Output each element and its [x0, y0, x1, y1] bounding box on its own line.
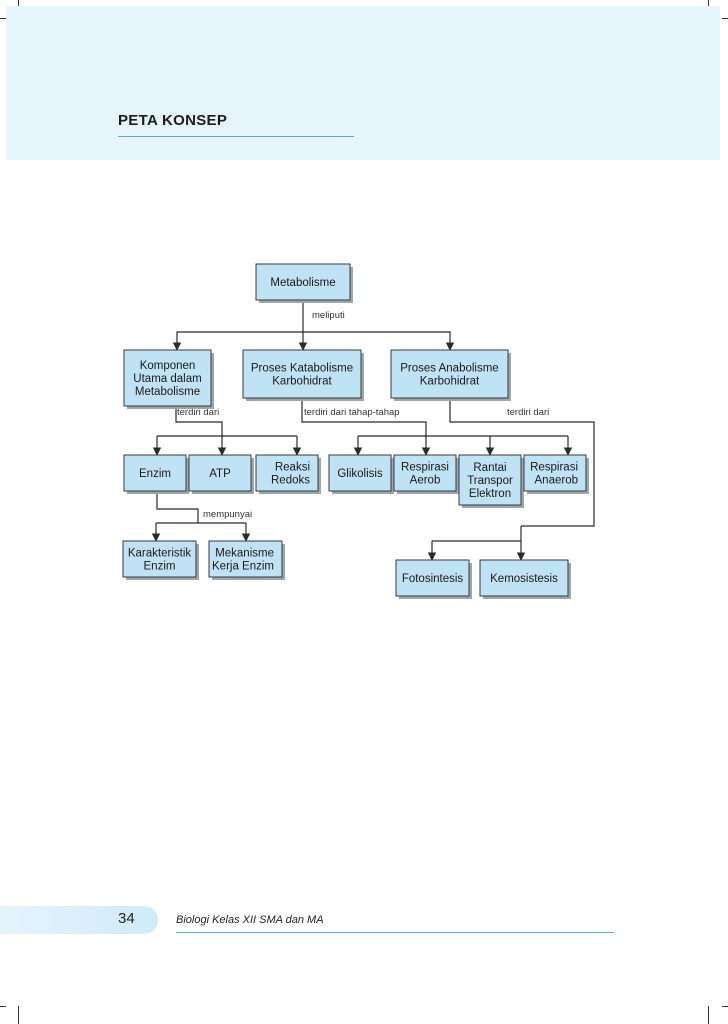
node-label: Respirasi: [530, 462, 578, 474]
node-label: Reaksi: [275, 462, 310, 474]
page-number: 34: [118, 910, 135, 927]
node-label: Karbohidrat: [420, 376, 480, 388]
edge-connector: [449, 398, 595, 527]
node-label: Utama dalam: [133, 373, 201, 385]
node-box: [390, 349, 509, 399]
node-label: Proses Katabolisme: [251, 363, 353, 375]
edge-connector: [303, 331, 455, 351]
node-box: [255, 454, 319, 492]
node-box: [255, 263, 351, 301]
node-label: Karakteristik: [128, 548, 192, 560]
node-box: [458, 454, 522, 506]
node-box: [122, 540, 197, 578]
node-label: Glikolisis: [337, 468, 383, 480]
node-label: Aerob: [410, 475, 441, 487]
edge-label-terdiri-dari-1: terdiri dari: [177, 407, 219, 418]
node-label: Komponen: [140, 360, 196, 372]
crop-mark-bottom-right: [708, 1006, 709, 1024]
node-box: [328, 454, 392, 492]
node-box: [393, 454, 457, 492]
node-atp: ATP: [188, 454, 254, 494]
node-label: Rantai: [473, 462, 506, 474]
node-label: Anaerob: [535, 475, 578, 487]
node-label: Metabolisme: [270, 277, 335, 289]
crop-mark-left-top: [0, 18, 6, 19]
edge-connector: [172, 331, 303, 351]
node-label: Respirasi: [401, 462, 449, 474]
node-label: Elektron: [469, 488, 511, 500]
node-box: [242, 349, 362, 399]
edge-connector: [301, 398, 427, 436]
node-enzim: Enzim: [123, 454, 189, 494]
node-label: Enzim: [139, 468, 171, 480]
node-label: Metabolisme: [135, 386, 200, 398]
node-box: [123, 454, 187, 492]
node-box: [523, 454, 587, 492]
node-box: [123, 349, 212, 407]
node-label: Kemosistesis: [490, 573, 558, 585]
node-label: Proses Anabolisme: [400, 363, 498, 375]
crop-mark-bottom-left: [18, 1006, 19, 1024]
node-label: Mekanisme: [215, 548, 274, 560]
title-underline: [118, 136, 354, 137]
concept-map-edges: [151, 300, 595, 561]
edge-label-mempunyai: mempunyai: [203, 509, 252, 520]
edge-label-meliputi: meliputi: [312, 310, 345, 321]
node-label: Transpor: [467, 475, 513, 487]
node-label: Karbohidrat: [272, 376, 332, 388]
edge-label-terdiri-tahap: terdiri dari tahap-tahap: [304, 407, 400, 418]
crop-mark-left-bottom: [0, 1006, 6, 1007]
footer-band: [0, 906, 158, 934]
node-label: Redoks: [271, 475, 310, 487]
crop-mark-right-bottom: [722, 1006, 728, 1007]
crop-mark-right-top: [722, 18, 728, 19]
footer-rule: [176, 932, 614, 933]
node-box: [395, 559, 470, 597]
node-label: Kerja Enzim: [212, 561, 274, 573]
header-band: [6, 6, 720, 160]
edge-label-terdiri-dari-2: terdiri dari: [507, 407, 549, 418]
crop-mark-top-left: [18, 0, 19, 6]
page-title: PETA KONSEP: [118, 112, 228, 129]
node-glikolisis: Glikolisis: [328, 454, 394, 494]
node-metabolisme: Metabolisme: [255, 263, 353, 303]
node-label: Fotosintesis: [402, 573, 464, 585]
concept-map-edge-labels: meliputi terdiri dari terdiri dari tahap-t…: [177, 310, 549, 520]
node-label: ATP: [209, 468, 231, 480]
book-title: Biologi Kelas XII SMA dan MA: [176, 914, 324, 926]
crop-mark-top-right: [708, 0, 709, 6]
node-box: [188, 454, 252, 492]
node-box: [208, 540, 283, 578]
node-fotosintesis: Fotosintesis: [395, 559, 472, 599]
edge-connector: [156, 491, 199, 523]
node-label: Enzim: [144, 561, 176, 573]
node-kemosintesis: Kemosistesis: [479, 559, 571, 599]
node-box: [479, 559, 569, 597]
edge-connector: [175, 406, 223, 436]
